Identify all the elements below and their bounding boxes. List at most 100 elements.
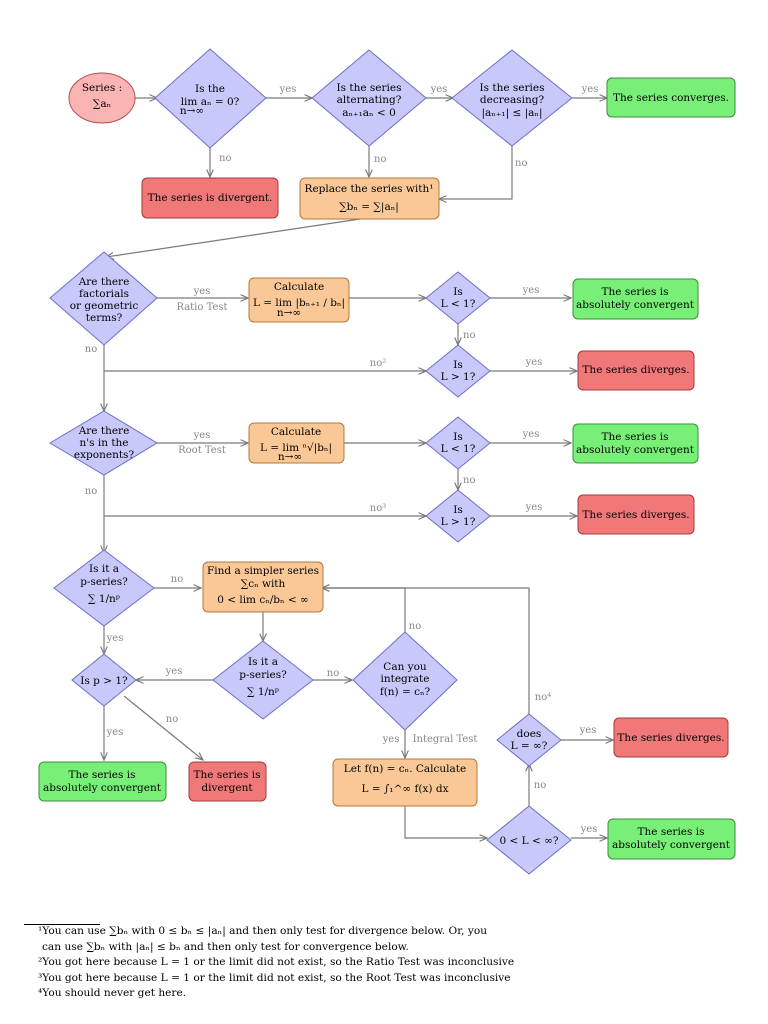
svg-text:The series is: The series is bbox=[194, 769, 261, 781]
svg-text:no⁴: no⁴ bbox=[535, 692, 551, 703]
svg-text:no: no bbox=[171, 574, 183, 585]
svg-text:Let f(n) = cₙ. Calculate: Let f(n) = cₙ. Calculate bbox=[344, 763, 467, 775]
svg-text:The series is: The series is bbox=[69, 769, 136, 781]
svg-text:Replace the series with¹: Replace the series with¹ bbox=[305, 183, 434, 195]
ratio-calc-box: Calculate L = lim |bₙ₊₁ / bₙ| n→∞ bbox=[248, 277, 350, 323]
footnote-rule bbox=[24, 924, 100, 925]
edge-calc-finite bbox=[404, 806, 487, 838]
root-gt1-decision: Is L > 1? bbox=[425, 489, 491, 543]
svg-text:Is: Is bbox=[453, 359, 463, 371]
converges-box: The series converges. bbox=[606, 77, 736, 118]
svg-text:Ratio Test: Ratio Test bbox=[176, 302, 227, 313]
integrate-decision: Can you integrate f(n) = cₙ? bbox=[352, 631, 458, 731]
svg-text:Root Test: Root Test bbox=[178, 445, 226, 456]
svg-text:no: no bbox=[327, 668, 339, 679]
svg-text:Series :: Series : bbox=[82, 82, 122, 94]
svg-text:exponents?: exponents? bbox=[74, 449, 135, 461]
footnote-1a: ¹You can use ∑bₙ with 0 ≤ bₙ ≤ |aₙ| and … bbox=[38, 925, 488, 937]
final-absolute-box: The series is absolutely convergent bbox=[607, 818, 736, 860]
exponents-decision: Are there n's in the exponents? bbox=[49, 410, 158, 476]
svg-text:Calculate: Calculate bbox=[274, 281, 324, 293]
svg-text:lim aₙ = 0?: lim aₙ = 0? bbox=[181, 96, 240, 108]
svg-text:yes: yes bbox=[579, 725, 597, 736]
ratio-gt1-decision: Is L > 1? bbox=[425, 344, 491, 398]
svg-text:Is: Is bbox=[453, 431, 463, 443]
svg-text:∑aₙ: ∑aₙ bbox=[93, 98, 112, 110]
footnote-3: ³You got here because L = 1 or the limit… bbox=[38, 971, 511, 984]
svg-text:Is it a: Is it a bbox=[248, 656, 278, 668]
svg-text:no: no bbox=[515, 158, 527, 169]
decreasing-decision: Is the series decreasing? |aₙ₊₁| ≤ |aₙ| bbox=[451, 49, 573, 147]
svg-text:L = ∞?: L = ∞? bbox=[511, 740, 548, 752]
svg-text:yes: yes bbox=[279, 84, 297, 95]
svg-text:Is: Is bbox=[453, 504, 463, 516]
svg-text:Can you: Can you bbox=[383, 661, 427, 673]
svg-text:no: no bbox=[463, 475, 475, 486]
svg-text:Find a simpler series: Find a simpler series bbox=[207, 565, 319, 577]
svg-text:n→∞: n→∞ bbox=[180, 105, 204, 117]
svg-text:The series converges.: The series converges. bbox=[613, 92, 729, 104]
p-divergent-box: The series is divergent bbox=[188, 761, 267, 802]
svg-text:The series diverges.: The series diverges. bbox=[617, 732, 724, 744]
svg-text:The series diverges.: The series diverges. bbox=[582, 509, 689, 521]
svg-text:yes: yes bbox=[106, 727, 124, 738]
start-node: Series : ∑aₙ bbox=[68, 72, 136, 124]
svg-text:yes: yes bbox=[525, 357, 543, 368]
svg-text:0 < L < ∞?: 0 < L < ∞? bbox=[500, 835, 559, 847]
svg-text:no²: no² bbox=[370, 358, 386, 369]
svg-text:aₙ₊₁aₙ < 0: aₙ₊₁aₙ < 0 bbox=[342, 107, 396, 119]
footnote-4: ⁴You should never get here. bbox=[38, 987, 187, 999]
svg-text:yes: yes bbox=[522, 429, 540, 440]
svg-text:yes: yes bbox=[581, 84, 599, 95]
svg-text:f(n) = cₙ?: f(n) = cₙ? bbox=[380, 686, 431, 698]
svg-text:yes: yes bbox=[525, 502, 543, 513]
svg-text:Is the series: Is the series bbox=[480, 82, 545, 94]
svg-text:terms?: terms? bbox=[86, 312, 123, 324]
final-diverges-box: The series diverges. bbox=[613, 717, 729, 758]
svg-text:no: no bbox=[409, 621, 421, 632]
svg-text:0 < lim cₙ/bₙ < ∞: 0 < lim cₙ/bₙ < ∞ bbox=[217, 594, 309, 606]
svg-text:yes: yes bbox=[580, 824, 598, 835]
footnote-1b: can use ∑bₙ with |aₙ| ≤ bₙ and then only… bbox=[42, 940, 409, 953]
root-diverges-box: The series diverges. bbox=[577, 494, 695, 535]
simpler-series-box: Find a simpler series ∑cₙ with 0 < lim c… bbox=[202, 561, 324, 613]
svg-text:p-series?: p-series? bbox=[239, 669, 287, 681]
svg-text:∑bₙ = ∑|aₙ|: ∑bₙ = ∑|aₙ| bbox=[339, 201, 399, 214]
svg-text:no: no bbox=[166, 714, 178, 725]
p-absolute-box: The series is absolutely convergent bbox=[38, 761, 167, 802]
svg-text:L = ∫₁^∞ f(x) dx: L = ∫₁^∞ f(x) dx bbox=[362, 783, 449, 795]
svg-text:yes: yes bbox=[106, 633, 124, 644]
root-calc-box: Calculate L = lim ⁿ√|bₙ| n→∞ bbox=[248, 422, 345, 464]
infinite-decision: does L = ∞? bbox=[496, 713, 562, 767]
svg-text:yes: yes bbox=[193, 430, 211, 441]
svg-text:Is p > 1?: Is p > 1? bbox=[80, 675, 128, 687]
svg-text:absolutely convergent: absolutely convergent bbox=[576, 444, 695, 456]
svg-text:n→∞: n→∞ bbox=[278, 451, 302, 463]
ratio-diverges-box: The series diverges. bbox=[577, 350, 695, 391]
svg-text:no: no bbox=[85, 344, 97, 355]
integral-calc-box: Let f(n) = cₙ. Calculate L = ∫₁^∞ f(x) d… bbox=[332, 758, 478, 807]
svg-text:L = lim ⁿ√|bₙ|: L = lim ⁿ√|bₙ| bbox=[260, 442, 332, 455]
edge-labels: yes yes yes no no no yes Ratio Test yes … bbox=[85, 84, 599, 835]
svg-text:The series diverges.: The series diverges. bbox=[582, 364, 689, 376]
pseries-decision-2: Is it a p-series? ∑ 1/nᵖ bbox=[212, 640, 314, 720]
svg-text:yes: yes bbox=[382, 734, 400, 745]
svg-text:n→∞: n→∞ bbox=[277, 307, 301, 319]
edge-dec-replace bbox=[439, 146, 513, 199]
svg-text:Is the series: Is the series bbox=[337, 82, 402, 94]
svg-text:no: no bbox=[534, 780, 546, 791]
svg-text:divergent: divergent bbox=[201, 782, 253, 794]
svg-text:L < 1?: L < 1? bbox=[441, 443, 476, 455]
svg-text:p-series?: p-series? bbox=[80, 576, 128, 588]
svg-text:absolutely convergent: absolutely convergent bbox=[576, 299, 695, 311]
svg-text:does: does bbox=[517, 728, 542, 740]
svg-text:Are there: Are there bbox=[78, 425, 130, 437]
svg-text:Is: Is bbox=[453, 286, 463, 298]
svg-text:absolutely convergent: absolutely convergent bbox=[612, 839, 731, 851]
svg-text:no: no bbox=[85, 486, 97, 497]
replace-box: Replace the series with¹ ∑bₙ = ∑|aₙ| bbox=[299, 177, 440, 220]
limit-decision: Is the lim aₙ = 0? n→∞ bbox=[154, 48, 267, 149]
svg-text:The series is: The series is bbox=[602, 286, 669, 298]
footnotes: ¹You can use ∑bₙ with 0 ≤ bₙ ≤ |aₙ| and … bbox=[38, 924, 578, 1002]
svg-text:n's in the: n's in the bbox=[79, 437, 128, 449]
